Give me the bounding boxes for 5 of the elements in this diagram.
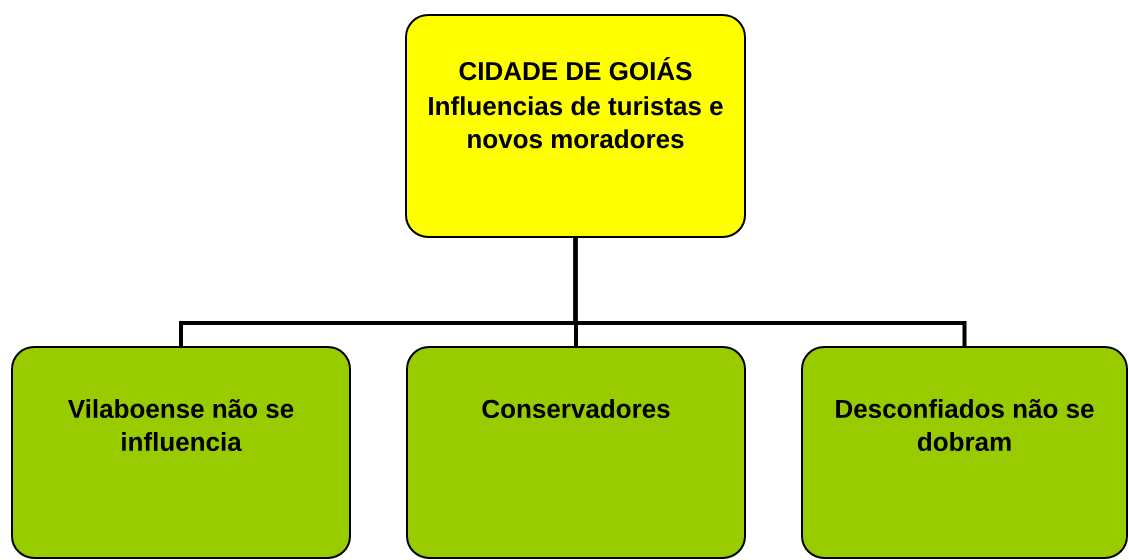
category-box: Vilaboense não se influencia <box>11 346 351 559</box>
category-box: Desconfiados não se dobram <box>801 346 1128 559</box>
connector-line <box>573 236 967 348</box>
category-box: Conservadores <box>406 346 746 559</box>
title-box: CIDADE DE GOIÁS Influencias de turistas e novos moradores <box>405 14 746 238</box>
